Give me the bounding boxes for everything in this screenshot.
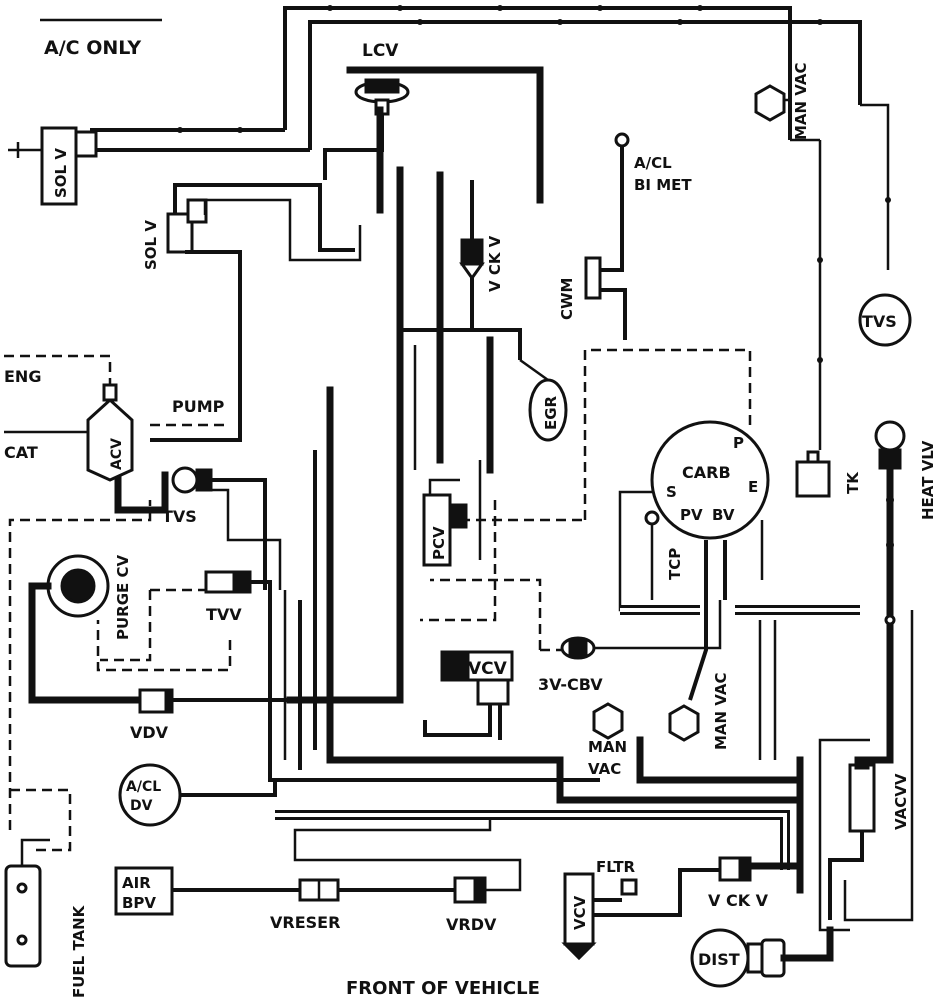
ac-only-label: A/C ONLY [44,37,141,59]
vck-v-top-label: V CK V [486,235,504,292]
heat-vlv-label: HEAT VLV [919,440,937,520]
pcv-component: PCV [420,478,497,622]
tvs-right-component: TVS [858,293,912,347]
three-v-cbv-label: 3V-CBV [538,675,603,694]
tk-label: TK [844,471,862,494]
vrdv-component: VRDV [275,810,790,934]
air-bpv-line1: AIR [122,874,151,892]
fltr-label: FLTR [596,858,636,876]
tvv-label: TVV [206,605,242,624]
acl-bimet-label-line2: BI MET [634,176,692,194]
sol-v-left-component: SOL V [8,126,98,206]
carb-port-s: S [666,483,677,501]
air-bpv-line2: BPV [122,894,156,912]
man-vac-low-component: MAN VAC [588,702,804,894]
vdv-label: VDV [130,723,169,742]
vreser-component: VRESER [270,878,455,932]
man-vac-top-component: MAN VAC [754,62,810,140]
carb-label: CARB [682,463,731,482]
man-vac-low-line1: MAN [588,738,627,756]
carb-port-e: E [748,478,758,496]
tvv-component: TVV [96,570,270,672]
eng-label: ENG [4,367,41,386]
fltr-component: FLTR [596,858,638,896]
carb-component: CARB P S E PV BV [430,348,770,701]
man-vac-top-label: MAN VAC [792,62,810,140]
vreser-label: VRESER [270,913,340,932]
vck-v-low-label: V CK V [708,891,769,910]
tvs-left-label: TVS [162,507,197,526]
man-vac-low-line2: VAC [588,760,621,778]
purge-cv-label: PURGE CV [114,554,132,640]
front-of-vehicle-label: FRONT OF VEHICLE [346,978,540,999]
cwm-label: CWM [558,278,576,320]
dist-component: DIST [690,926,834,988]
sol-v-left-label: SOL V [52,148,70,198]
heat-vlv-component: HEAT VLV [843,420,937,922]
three-v-cbv-component: 3V-CBV [538,600,722,694]
vck-v-top-component: V CK V [459,180,504,330]
top-hose-network [90,5,891,450]
right-mid-hose-lines [620,605,870,932]
acl-bimet-component: A/CL BI MET CWM [558,132,692,340]
man-vac-mid-component: MAN VAC [668,672,730,750]
sol-v-label: SOL V [142,220,160,270]
tcp-label: TCP [666,548,684,580]
tvs-left-component: TVS [162,466,282,590]
pcv-label: PCV [430,526,448,560]
tvs-right-label: TVS [862,312,897,331]
cat-label: CAT [4,443,38,462]
vcv-low-label: VCV [571,895,589,930]
vacvv-label: VACVV [892,773,910,830]
vacvv-component: VACVV [828,756,910,920]
sol-v-component: SOL V [142,183,362,442]
man-vac-mid-label: MAN VAC [712,672,730,750]
acl-bimet-label-line1: A/CL [634,154,672,172]
acl-dv-line1: A/CL [126,779,161,795]
acv-component: ENG PUMP CAT ACV [4,354,230,514]
acl-dv-component: A/CL DV [118,763,277,827]
purge-cv-component: PURGE CV [8,500,152,830]
tk-component: TK [795,450,862,498]
carb-port-pv: PV [680,506,703,524]
vcv-low-component: VCV [561,868,720,961]
pump-label: PUMP [172,397,225,416]
vcv-mid-label: VCV [468,659,508,679]
vrdv-label: VRDV [446,915,497,934]
lcv-component: LCV [323,41,544,204]
tcp-component: TCP [644,510,684,600]
vdv-component: VDV [130,688,290,742]
air-bpv-component: AIR BPV [114,866,300,916]
egr-component: EGR [519,358,568,442]
fuel-tank-label: FUEL TANK [70,904,88,998]
vcv-mid-component: VCV [423,650,514,740]
egr-label: EGR [542,395,560,430]
acl-dv-line2: DV [130,798,153,814]
carb-port-bv: BV [712,506,735,524]
vck-v-low-component: V CK V [708,856,804,910]
acv-label: ACV [109,438,125,470]
dist-label: DIST [698,950,740,969]
fuel-tank-component: FUEL TANK [4,788,88,998]
lcv-label: LCV [362,41,399,61]
carb-port-p: P [733,434,744,452]
